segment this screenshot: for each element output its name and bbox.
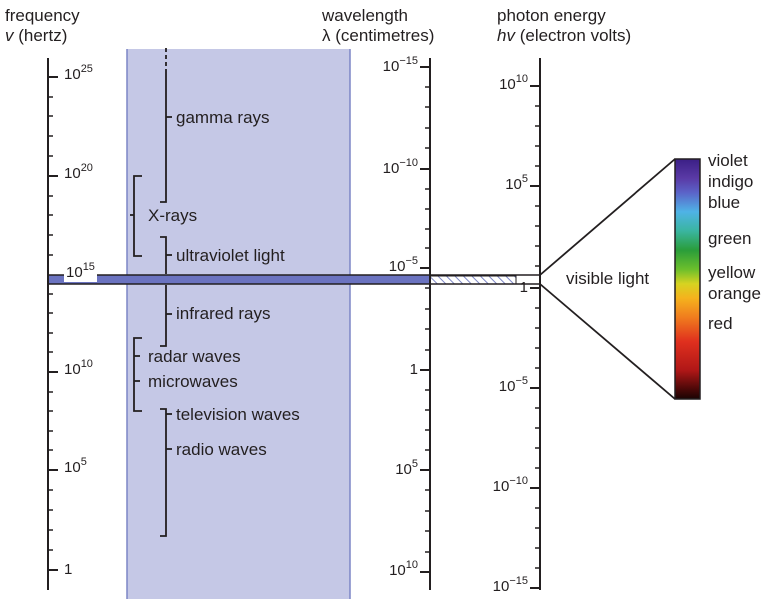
wavelength-symbol: λ (322, 26, 331, 45)
band-shade (127, 49, 350, 599)
gamma-rays-label: gamma rays (176, 108, 270, 127)
radar-waves-label: radar waves (148, 347, 241, 366)
gamma-bracket (160, 72, 167, 203)
energy-unit-text: (electron volts) (519, 26, 632, 45)
energy-axis (530, 58, 541, 590)
frequency-title: frequency (5, 6, 80, 25)
wavelength-tick-label: 1 (409, 361, 418, 378)
wavelength-title: wavelength (322, 6, 409, 25)
ir-bracket (160, 285, 167, 347)
color-label-red: red (708, 314, 733, 333)
band-brackets (130, 48, 172, 537)
color-label-orange: orange (708, 284, 761, 303)
color-label-blue: blue (708, 193, 741, 212)
energy-unit: hv (electron volts) (497, 26, 631, 46)
energy-tick-label: 10−10 (492, 475, 528, 496)
frequency-tick-label: 1025 (64, 63, 93, 84)
wavelength-tick-label: 105 (395, 458, 418, 479)
television-waves-label: television waves (176, 405, 300, 424)
ultraviolet-label: ultraviolet light (176, 246, 285, 265)
frequency-tick-label: 1 (64, 561, 73, 578)
visible-light-label: visible light (566, 269, 650, 288)
uv-bracket (160, 236, 167, 274)
energy-tick-label: 1010 (499, 73, 528, 94)
energy-tick-label: 10−15 (492, 575, 528, 596)
frequency-axis (47, 58, 58, 590)
radio-bracket (160, 408, 167, 537)
visible-spectrum-bar (674, 158, 701, 400)
radar-micro-bracket (133, 337, 142, 412)
frequency-tick-label: 105 (64, 456, 87, 477)
xray-bracket (133, 175, 142, 257)
visible-expansion (539, 158, 676, 400)
frequency-tick-label: 1010 (64, 358, 93, 379)
wavelength-tick-label: 10−15 (382, 55, 418, 76)
frequency-tick-label: 1015 (64, 261, 97, 282)
color-label-green: green (708, 229, 752, 248)
wavelength-tick-label: 10−10 (382, 157, 418, 178)
energy-symbol: hv (497, 26, 515, 45)
energy-tick-label: 105 (505, 173, 528, 194)
visible-strip (47, 274, 431, 285)
wavelength-tick-label: 1010 (389, 559, 418, 580)
microwaves-label: microwaves (148, 372, 238, 391)
color-label-indigo: indigo (708, 172, 754, 191)
energy-tick-label: 10−5 (498, 375, 528, 396)
frequency-unit: v (hertz) (5, 26, 67, 46)
color-label-yellow: yellow (708, 263, 756, 282)
energy-title: photon energy (497, 6, 606, 25)
frequency-tick-label: 1020 (64, 162, 93, 183)
frequency-symbol: v (5, 26, 14, 45)
infrared-label: infrared rays (176, 304, 271, 323)
color-label-violet: violet (708, 151, 748, 170)
wavelength-tick-label: 10−5 (388, 255, 418, 276)
wavelength-unit-text: (centimetres) (335, 26, 435, 45)
x-rays-label: X-rays (148, 206, 198, 225)
frequency-unit-text: (hertz) (18, 26, 68, 45)
energy-tick-label: 1 (519, 279, 528, 296)
radio-waves-label: radio waves (176, 440, 267, 459)
wavelength-unit: λ (centimetres) (322, 26, 434, 46)
wavelength-axis (420, 58, 431, 590)
